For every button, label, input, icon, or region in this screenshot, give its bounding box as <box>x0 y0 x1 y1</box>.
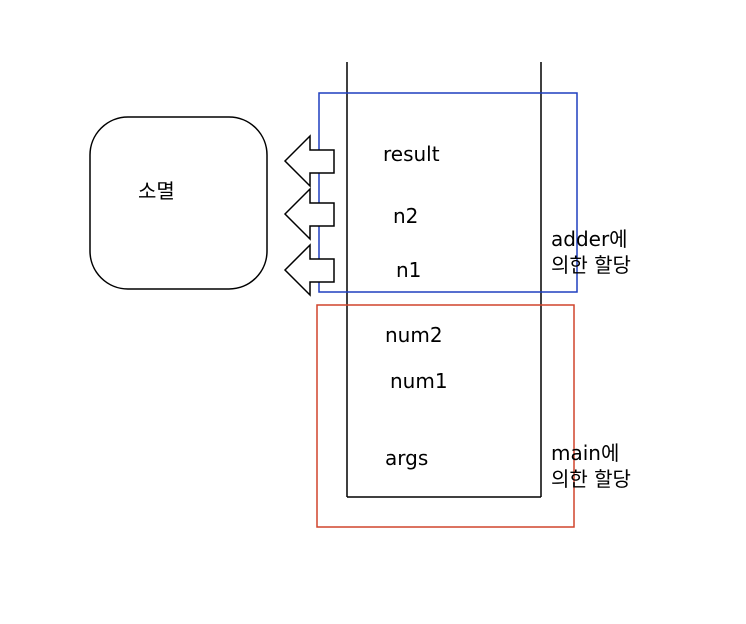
var-num1: num1 <box>390 369 448 393</box>
main-frame-label-line2: 의한 할당 <box>551 467 631 491</box>
main-frame-box <box>316 304 575 528</box>
adder-frame-label: adder에 의한 할당 <box>551 226 631 278</box>
var-num2: num2 <box>385 323 443 347</box>
destroyed-box <box>89 116 268 290</box>
destroyed-label: 소멸 <box>138 179 175 203</box>
adder-frame-label-line2: 의한 할당 <box>551 253 631 277</box>
arrow-left-n2 <box>283 187 335 241</box>
arrow-left-n1 <box>283 243 335 297</box>
main-frame-label: main에 의한 할당 <box>551 440 631 492</box>
var-n2: n2 <box>393 204 419 228</box>
var-result: result <box>383 142 440 166</box>
main-frame-label-line1: main에 <box>551 441 620 465</box>
arrow-left-result <box>283 134 335 188</box>
adder-frame-label-line1: adder에 <box>551 227 628 251</box>
adder-frame-box <box>318 92 578 293</box>
var-args: args <box>385 446 429 470</box>
var-n1: n1 <box>396 258 422 282</box>
